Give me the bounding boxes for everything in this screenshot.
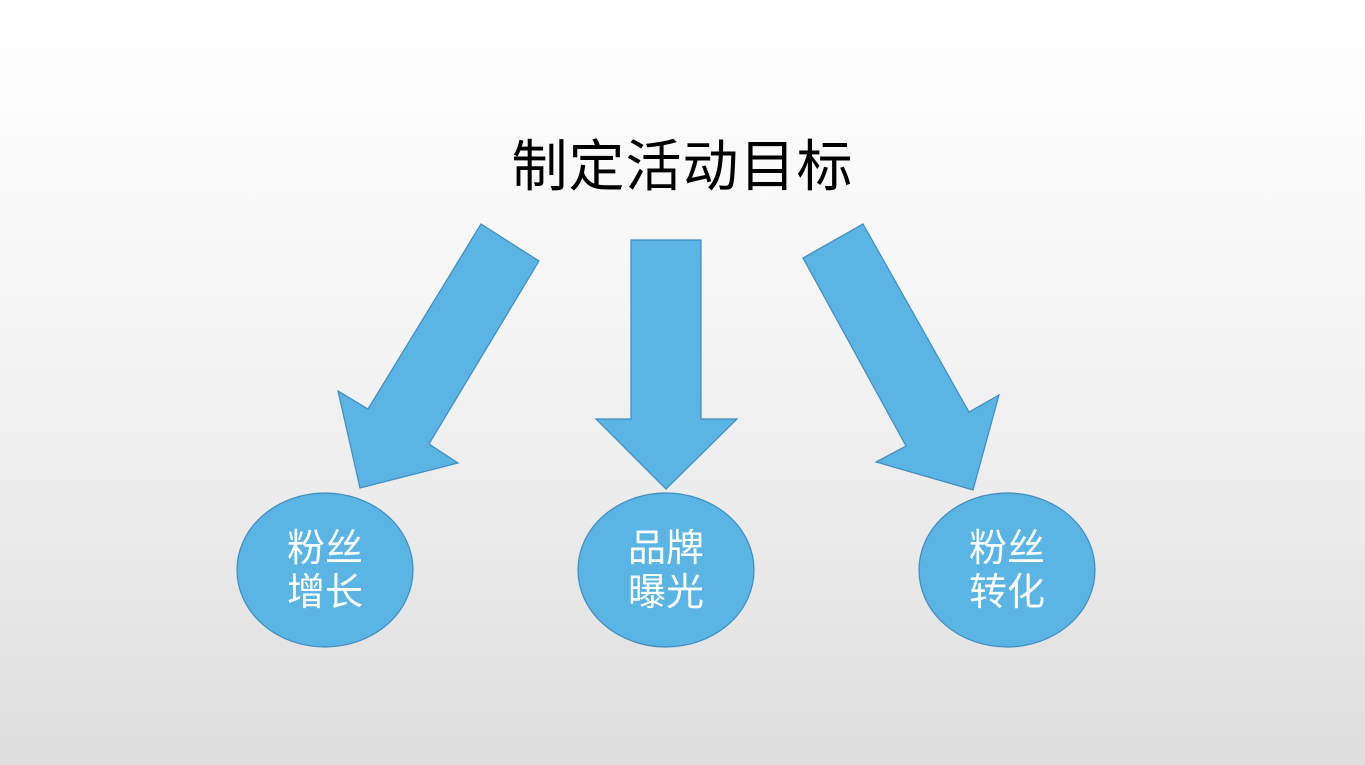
goal-node-fan-conversion: [918, 492, 1096, 648]
goal-label-line: 粉丝: [286, 526, 363, 570]
goal-label-fan-conversion: 粉丝 转化: [937, 526, 1077, 614]
arrow-middle: [594, 239, 739, 490]
goal-label-line: 曝光: [627, 570, 704, 614]
goal-label-line: 粉丝: [968, 526, 1045, 570]
goal-label-line: 增长: [286, 570, 363, 614]
arrow-right: [802, 223, 1000, 491]
page-title: 制定活动目标: [511, 135, 854, 200]
goal-node-fan-growth: [236, 492, 414, 648]
arrow-left: [337, 223, 540, 489]
goal-label-fan-growth: 粉丝 增长: [255, 526, 395, 614]
goal-label-brand-exposure: 品牌 曝光: [596, 526, 736, 614]
goal-label-line: 转化: [968, 570, 1045, 614]
goal-label-line: 品牌: [627, 526, 704, 570]
goal-node-brand-exposure: [577, 492, 755, 648]
